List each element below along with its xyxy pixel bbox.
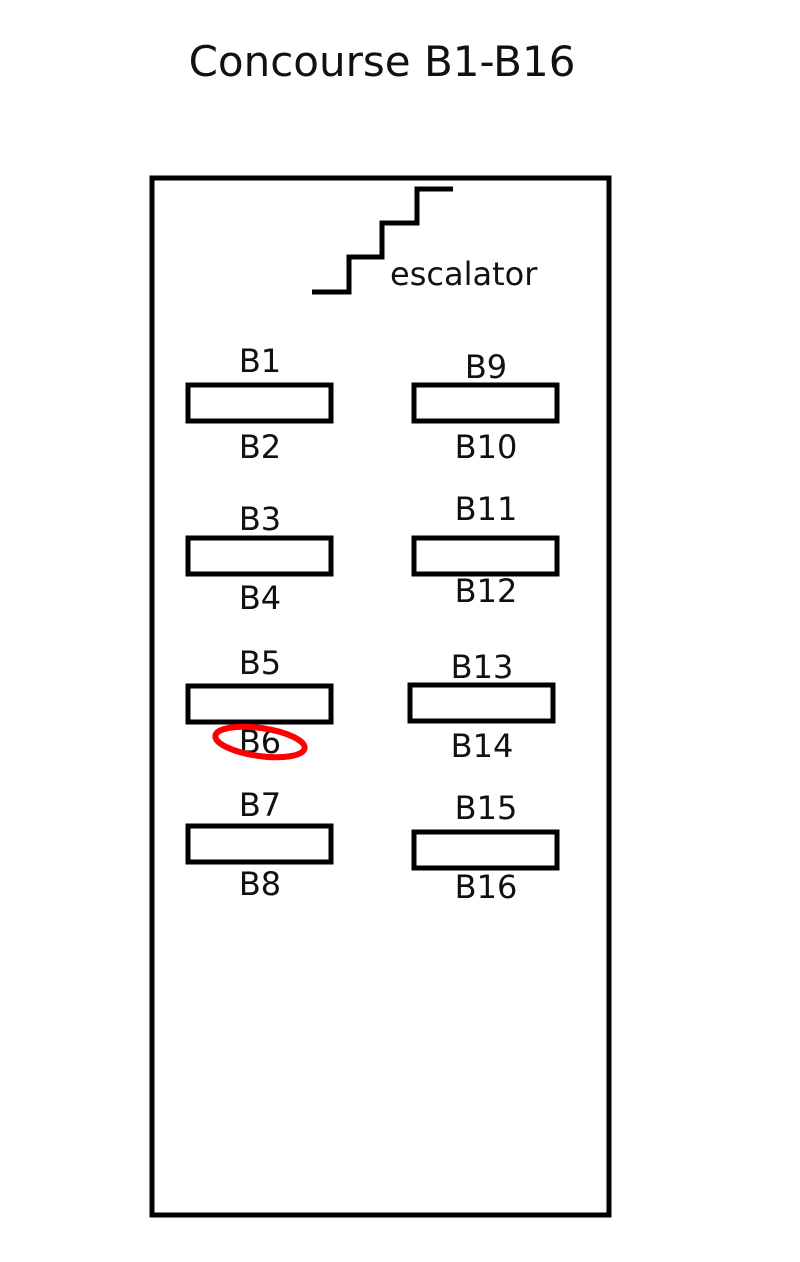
gate-label: B8	[239, 865, 281, 903]
gate-pair-b9-b10: B9 B10	[411, 348, 560, 466]
gate-label: B13	[451, 648, 514, 686]
map-title: Concourse B1-B16	[189, 37, 576, 86]
gate-area	[407, 682, 556, 724]
gate-label: B9	[465, 348, 507, 386]
gate-area	[185, 823, 334, 865]
highlight-circle	[212, 723, 308, 761]
gate-label: B4	[239, 579, 281, 617]
gate-label: B15	[455, 789, 518, 827]
gate-pair-b3-b4: B3 B4	[185, 500, 334, 617]
gate-label: B16	[455, 868, 518, 906]
concourse-outline	[149, 175, 612, 1218]
gate-label: B7	[239, 786, 281, 824]
gate-label: B1	[239, 342, 281, 380]
gate-area	[411, 535, 560, 577]
gate-label: B11	[455, 490, 518, 528]
gate-label: B5	[239, 644, 281, 682]
gate-label: B14	[451, 727, 514, 765]
gate-area	[185, 683, 334, 725]
gate-pair-b1-b2: B1 B2	[185, 342, 334, 466]
gate-label: B12	[455, 572, 518, 610]
gate-area	[185, 382, 334, 424]
gate-area	[411, 829, 560, 871]
gate-pair-b15-b16: B15 B16	[411, 789, 560, 906]
gate-pair-b11-b12: B11 B12	[411, 490, 560, 610]
gate-area	[185, 535, 334, 577]
escalator-icon	[312, 186, 453, 295]
gate-label: B3	[239, 500, 281, 538]
gate-pair-b13-b14: B13 B14	[407, 648, 556, 765]
gate-label: B10	[455, 428, 518, 466]
gate-area	[411, 382, 560, 424]
escalator-label: escalator	[390, 255, 538, 293]
gate-pair-b7-b8: B7 B8	[185, 786, 334, 903]
gate-label: B2	[239, 428, 281, 466]
gate-pair-b5-b6: B5 B6	[185, 644, 334, 761]
